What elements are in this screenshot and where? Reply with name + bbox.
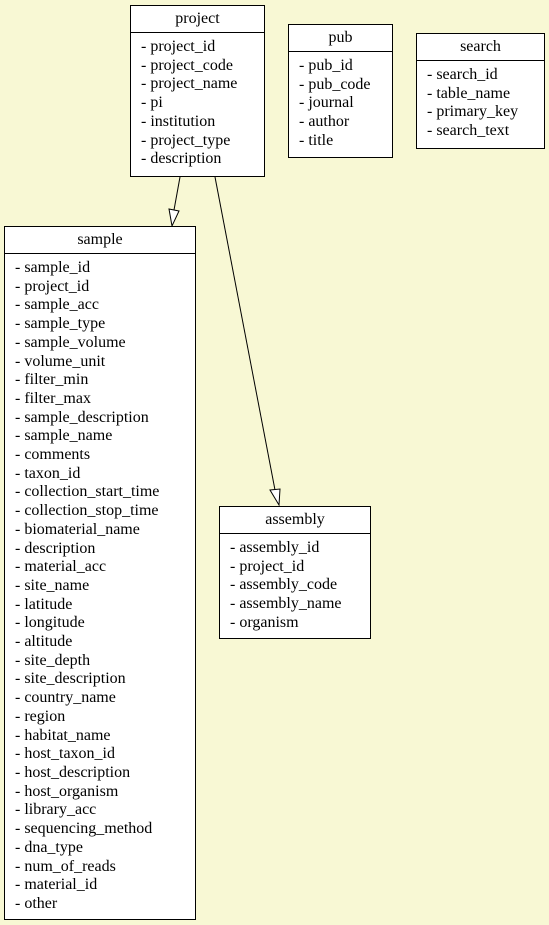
field-item: - project_name — [141, 75, 238, 93]
entity-assembly: assembly - assembly_id- project_id- asse… — [219, 506, 371, 639]
field-item: - taxon_id — [15, 464, 81, 482]
field-item: - description — [15, 539, 96, 557]
field-item: - primary_key — [427, 103, 519, 121]
field-item: - site_depth — [15, 651, 91, 669]
field-item: - material_acc — [15, 558, 107, 576]
field-item: - project_id — [15, 277, 90, 295]
field-item: - library_acc — [15, 801, 97, 819]
field-item: - dna_type — [15, 838, 83, 856]
entity-search: search - search_id- table_name- primary_… — [416, 33, 545, 149]
edge-project-to-sample — [168, 176, 181, 228]
field-item: - longitude — [15, 614, 85, 632]
field-item: - pi — [141, 94, 163, 112]
field-item: - description — [141, 150, 222, 168]
field-item: - site_description — [15, 670, 126, 688]
field-item: - volume_unit — [15, 352, 106, 370]
field-item: - project_type — [141, 131, 231, 149]
field-item: - host_organism — [15, 782, 119, 800]
field-item: - num_of_reads — [15, 857, 116, 875]
field-item: - project_id — [141, 38, 216, 55]
field-item: - latitude — [15, 595, 73, 613]
field-item: - collection_start_time — [15, 483, 160, 501]
entity-title: assembly — [220, 507, 370, 534]
edge-project-to-assembly — [214, 176, 281, 507]
field-item: - material_id — [15, 876, 98, 894]
field-item: - table_name — [427, 84, 511, 102]
entity-sample: sample - sample_id- project_id- sample_a… — [4, 226, 196, 920]
entity-title: search — [417, 34, 544, 61]
field-item: - host_taxon_id — [15, 745, 115, 763]
field-item: - pub_id — [299, 57, 353, 74]
entity-title: pub — [289, 25, 392, 52]
field-list: - search_id- table_name- primary_key- se… — [417, 61, 544, 141]
field-item: - sample_id — [15, 259, 91, 276]
entity-title: sample — [5, 227, 195, 254]
entity-title: project — [131, 6, 264, 33]
field-item: - pub_code — [299, 75, 371, 93]
field-item: - habitat_name — [15, 726, 111, 744]
field-item: - altitude — [15, 633, 73, 651]
field-item: - biomaterial_name — [15, 520, 140, 538]
field-item: - project_id — [230, 557, 305, 575]
field-item: - site_name — [15, 576, 90, 594]
entity-project: project - project_id- project_code- proj… — [130, 5, 265, 177]
field-item: - collection_stop_time — [15, 502, 159, 520]
field-item: - institution — [141, 112, 216, 130]
field-item: - other — [15, 894, 58, 912]
field-item: - assembly_id — [230, 539, 320, 556]
field-item: - author — [299, 113, 350, 131]
field-list: - pub_id- pub_code- journal- author- tit… — [289, 52, 392, 151]
field-item: - search_text — [427, 122, 510, 140]
field-list: - sample_id- project_id- sample_acc- sam… — [5, 254, 195, 914]
field-list: - project_id- project_code- project_name… — [131, 33, 264, 169]
field-item: - project_code — [141, 56, 233, 74]
entity-pub: pub - pub_id- pub_code- journal- author-… — [288, 24, 393, 158]
field-item: - filter_max — [15, 389, 91, 407]
field-list: - assembly_id- project_id- assembly_code… — [220, 534, 370, 633]
field-item: - search_id — [427, 66, 498, 83]
field-item: - country_name — [15, 689, 116, 707]
field-item: - comments — [15, 446, 91, 464]
field-item: - host_description — [15, 763, 131, 781]
field-item: - sample_name — [15, 427, 113, 445]
field-item: - sample_volume — [15, 333, 126, 351]
field-item: - sample_description — [15, 408, 149, 426]
field-item: - title — [299, 131, 334, 149]
field-item: - organism — [230, 613, 299, 631]
field-item: - assembly_code — [230, 576, 338, 594]
field-item: - sample_acc — [15, 296, 99, 314]
field-item: - sample_type — [15, 315, 106, 333]
field-item: - journal — [299, 94, 354, 112]
field-item: - filter_min — [15, 371, 89, 389]
field-item: - region — [15, 707, 66, 725]
field-item: - assembly_name — [230, 595, 342, 613]
field-item: - sequencing_method — [15, 820, 153, 838]
